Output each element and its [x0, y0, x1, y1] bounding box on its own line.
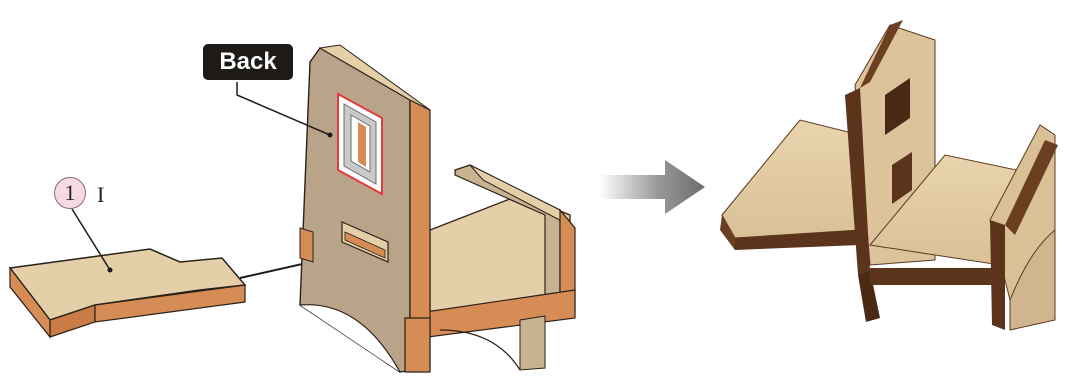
window-highlight [337, 92, 383, 196]
stand-assembly [236, 44, 576, 373]
back-side-label: Back [203, 44, 293, 80]
part-quantity-label: I [97, 182, 105, 207]
right-arrow-icon [600, 160, 705, 214]
part-number-badge: 1 [54, 177, 86, 209]
finished-model [720, 20, 1058, 331]
part-1-board [8, 208, 247, 339]
